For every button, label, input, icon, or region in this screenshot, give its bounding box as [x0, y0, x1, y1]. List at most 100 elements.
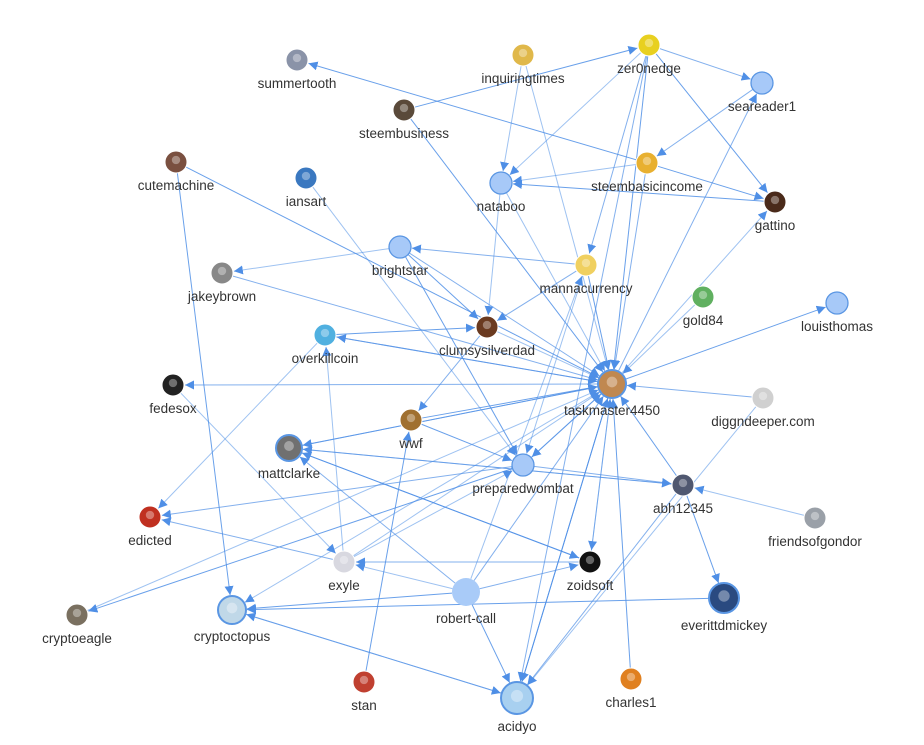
avatar-icon[interactable]: [217, 595, 247, 625]
avatar-icon[interactable]: [275, 434, 303, 462]
avatar-icon[interactable]: [332, 550, 356, 574]
edge-abh12345-to-mattclarke: [302, 445, 673, 485]
edge-abh12345-to-acidyo: [527, 493, 677, 685]
node-friendsofgondor[interactable]: friendsofgondor: [768, 506, 862, 549]
node-cutemachine[interactable]: cutemachine: [138, 150, 215, 193]
node-label: mattclarke: [258, 466, 320, 481]
node-robert-call[interactable]: robert-call: [436, 578, 496, 626]
node-gold84[interactable]: gold84: [683, 285, 724, 328]
edge-taskmaster4450-to-seareader1: [617, 93, 758, 372]
avatar-icon[interactable]: [751, 386, 775, 410]
node-steembasicincome[interactable]: steembasicincome: [591, 151, 703, 194]
node-circle[interactable]: [452, 578, 480, 606]
avatar-icon[interactable]: [500, 681, 534, 715]
node-exyle[interactable]: exyle: [328, 550, 360, 593]
node-inquiringtimes[interactable]: inquiringtimes: [481, 43, 565, 86]
edge-taskmaster4450-to-overkillcoin: [336, 334, 599, 383]
node-charles1[interactable]: charles1: [605, 667, 657, 710]
node-edicted[interactable]: edicted: [128, 505, 172, 548]
node-abh12345[interactable]: abh12345: [653, 473, 713, 516]
edge-abh12345-to-taskmaster4450: [620, 395, 678, 477]
node-brightstar[interactable]: brightstar: [372, 235, 429, 278]
node-taskmaster4450[interactable]: taskmaster4450: [564, 369, 660, 418]
node-label: steembusiness: [359, 126, 449, 141]
avatar-icon[interactable]: [352, 670, 376, 694]
node-label: brightstar: [372, 263, 429, 278]
avatar-face-icon: [758, 391, 768, 401]
node-cryptoctopus[interactable]: cryptoctopus: [194, 595, 271, 644]
avatar-icon[interactable]: [138, 505, 162, 529]
node-circle[interactable]: [825, 291, 849, 315]
node-fedesox[interactable]: fedesox: [149, 373, 197, 416]
node-circle[interactable]: [511, 453, 535, 477]
avatar-icon[interactable]: [635, 151, 659, 175]
edge-brightstar-to-clumsysilverdad: [407, 254, 479, 320]
avatar-icon[interactable]: [574, 253, 598, 277]
node-label: fedesox: [149, 401, 197, 416]
node-circle[interactable]: [750, 71, 774, 95]
avatar-face-icon: [320, 328, 330, 338]
node-steembusiness[interactable]: steembusiness: [359, 98, 449, 141]
avatar-icon[interactable]: [803, 506, 827, 530]
avatar-icon[interactable]: [313, 323, 337, 347]
node-zer0nedge[interactable]: zer0nedge: [617, 33, 681, 76]
edge-zer0nedge-to-seareader1: [659, 48, 751, 81]
avatar-icon[interactable]: [164, 150, 188, 174]
node-label: cryptoctopus: [194, 629, 271, 644]
node-zoidsoft[interactable]: zoidsoft: [567, 550, 614, 593]
node-summertooth[interactable]: summertooth: [258, 48, 337, 91]
node-mattclarke[interactable]: mattclarke: [258, 434, 320, 481]
edge-fedesox-to-exyle: [180, 392, 337, 554]
node-circle[interactable]: [388, 235, 412, 259]
edge-zer0nedge-to-nataboo: [509, 52, 642, 176]
node-louisthomas[interactable]: louisthomas: [801, 291, 873, 334]
node-jakeybrown[interactable]: jakeybrown: [187, 261, 256, 304]
avatar-icon[interactable]: [392, 98, 416, 122]
node-overkillcoin[interactable]: overkillcoin: [292, 323, 359, 366]
avatar-icon[interactable]: [475, 315, 499, 339]
node-stan[interactable]: stan: [351, 670, 377, 713]
avatar-icon[interactable]: [708, 582, 740, 614]
avatar-face-icon: [226, 602, 238, 614]
avatar-icon[interactable]: [671, 473, 695, 497]
node-cryptoeagle[interactable]: cryptoeagle: [42, 603, 112, 646]
node-circle[interactable]: [489, 171, 513, 195]
avatar-icon[interactable]: [161, 373, 185, 397]
node-gattino[interactable]: gattino: [755, 190, 796, 233]
node-wwf[interactable]: wwf: [398, 408, 423, 451]
avatar-icon[interactable]: [511, 43, 535, 67]
edge-taskmaster4450-to-mattclarke: [302, 386, 599, 448]
avatar-face-icon: [292, 53, 302, 63]
edge-steembasicincome-to-nataboo: [512, 163, 637, 185]
edge-robert-call-to-exyle: [355, 562, 453, 590]
avatar-icon[interactable]: [597, 369, 627, 399]
node-iansart[interactable]: iansart: [286, 166, 327, 209]
avatar-face-icon: [399, 103, 409, 113]
avatar-icon[interactable]: [294, 166, 318, 190]
node-everittdmickey[interactable]: everittdmickey: [681, 582, 768, 633]
node-label: clumsysilverdad: [439, 343, 535, 358]
node-acidyo[interactable]: acidyo: [497, 681, 537, 734]
avatar-icon[interactable]: [637, 33, 661, 57]
avatar-icon[interactable]: [65, 603, 89, 627]
avatar-icon[interactable]: [285, 48, 309, 72]
node-seareader1[interactable]: seareader1: [728, 71, 796, 114]
node-preparedwombat[interactable]: preparedwombat: [472, 453, 574, 496]
node-label: everittdmickey: [681, 618, 768, 633]
edge-preparedwombat-to-cryptoeagle: [88, 468, 513, 613]
avatar-icon[interactable]: [578, 550, 602, 574]
node-clumsysilverdad[interactable]: clumsysilverdad: [439, 315, 535, 358]
edge-abh12345-to-everittdmickey: [686, 495, 720, 584]
avatar-icon[interactable]: [399, 408, 423, 432]
avatar-icon[interactable]: [691, 285, 715, 309]
node-label: wwf: [398, 436, 422, 451]
node-diggndeeper.com[interactable]: diggndeeper.com: [711, 386, 815, 429]
avatar-icon[interactable]: [763, 190, 787, 214]
avatar-icon[interactable]: [619, 667, 643, 691]
avatar-icon[interactable]: [210, 261, 234, 285]
edge-robert-call-to-acidyo: [471, 604, 511, 683]
node-label: jakeybrown: [187, 289, 256, 304]
node-nataboo[interactable]: nataboo: [477, 171, 526, 214]
node-label: diggndeeper.com: [711, 414, 815, 429]
node-mannacurrency[interactable]: mannacurrency: [539, 253, 633, 296]
